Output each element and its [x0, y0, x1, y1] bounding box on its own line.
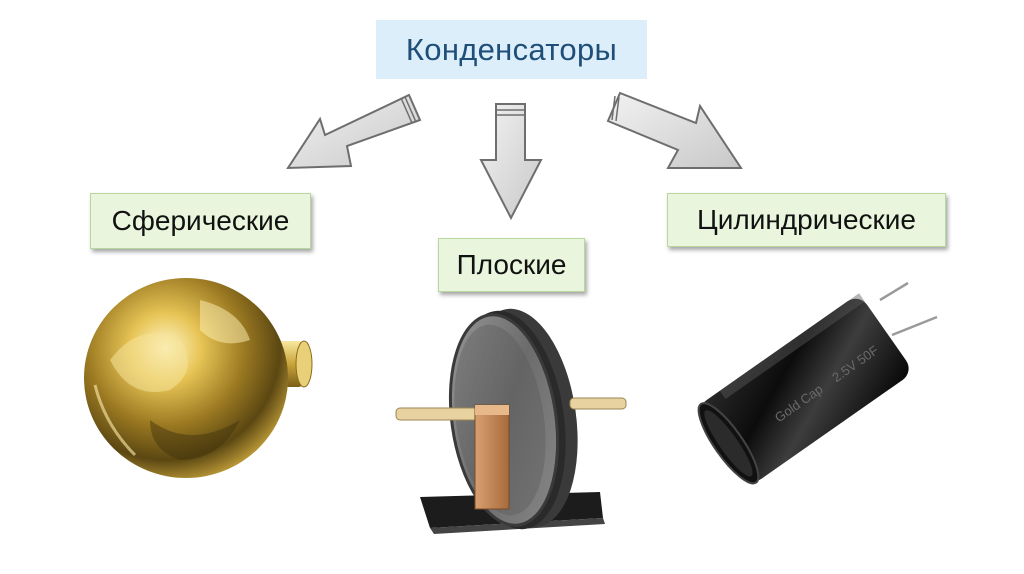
label-flat: Плоские	[438, 238, 585, 292]
label-flat-text: Плоские	[456, 249, 567, 280]
arrow-down	[479, 103, 543, 221]
label-cylindrical-text: Цилиндрические	[697, 204, 916, 235]
arrow-left	[286, 93, 422, 170]
arrow-right	[606, 91, 743, 169]
label-spherical-text: Сферические	[111, 205, 290, 236]
label-cylindrical: Цилиндрические	[667, 193, 946, 247]
title-box: Конденсаторы	[376, 20, 647, 79]
label-spherical: Сферические	[90, 193, 311, 249]
diagram-title: Конденсаторы	[405, 31, 618, 67]
